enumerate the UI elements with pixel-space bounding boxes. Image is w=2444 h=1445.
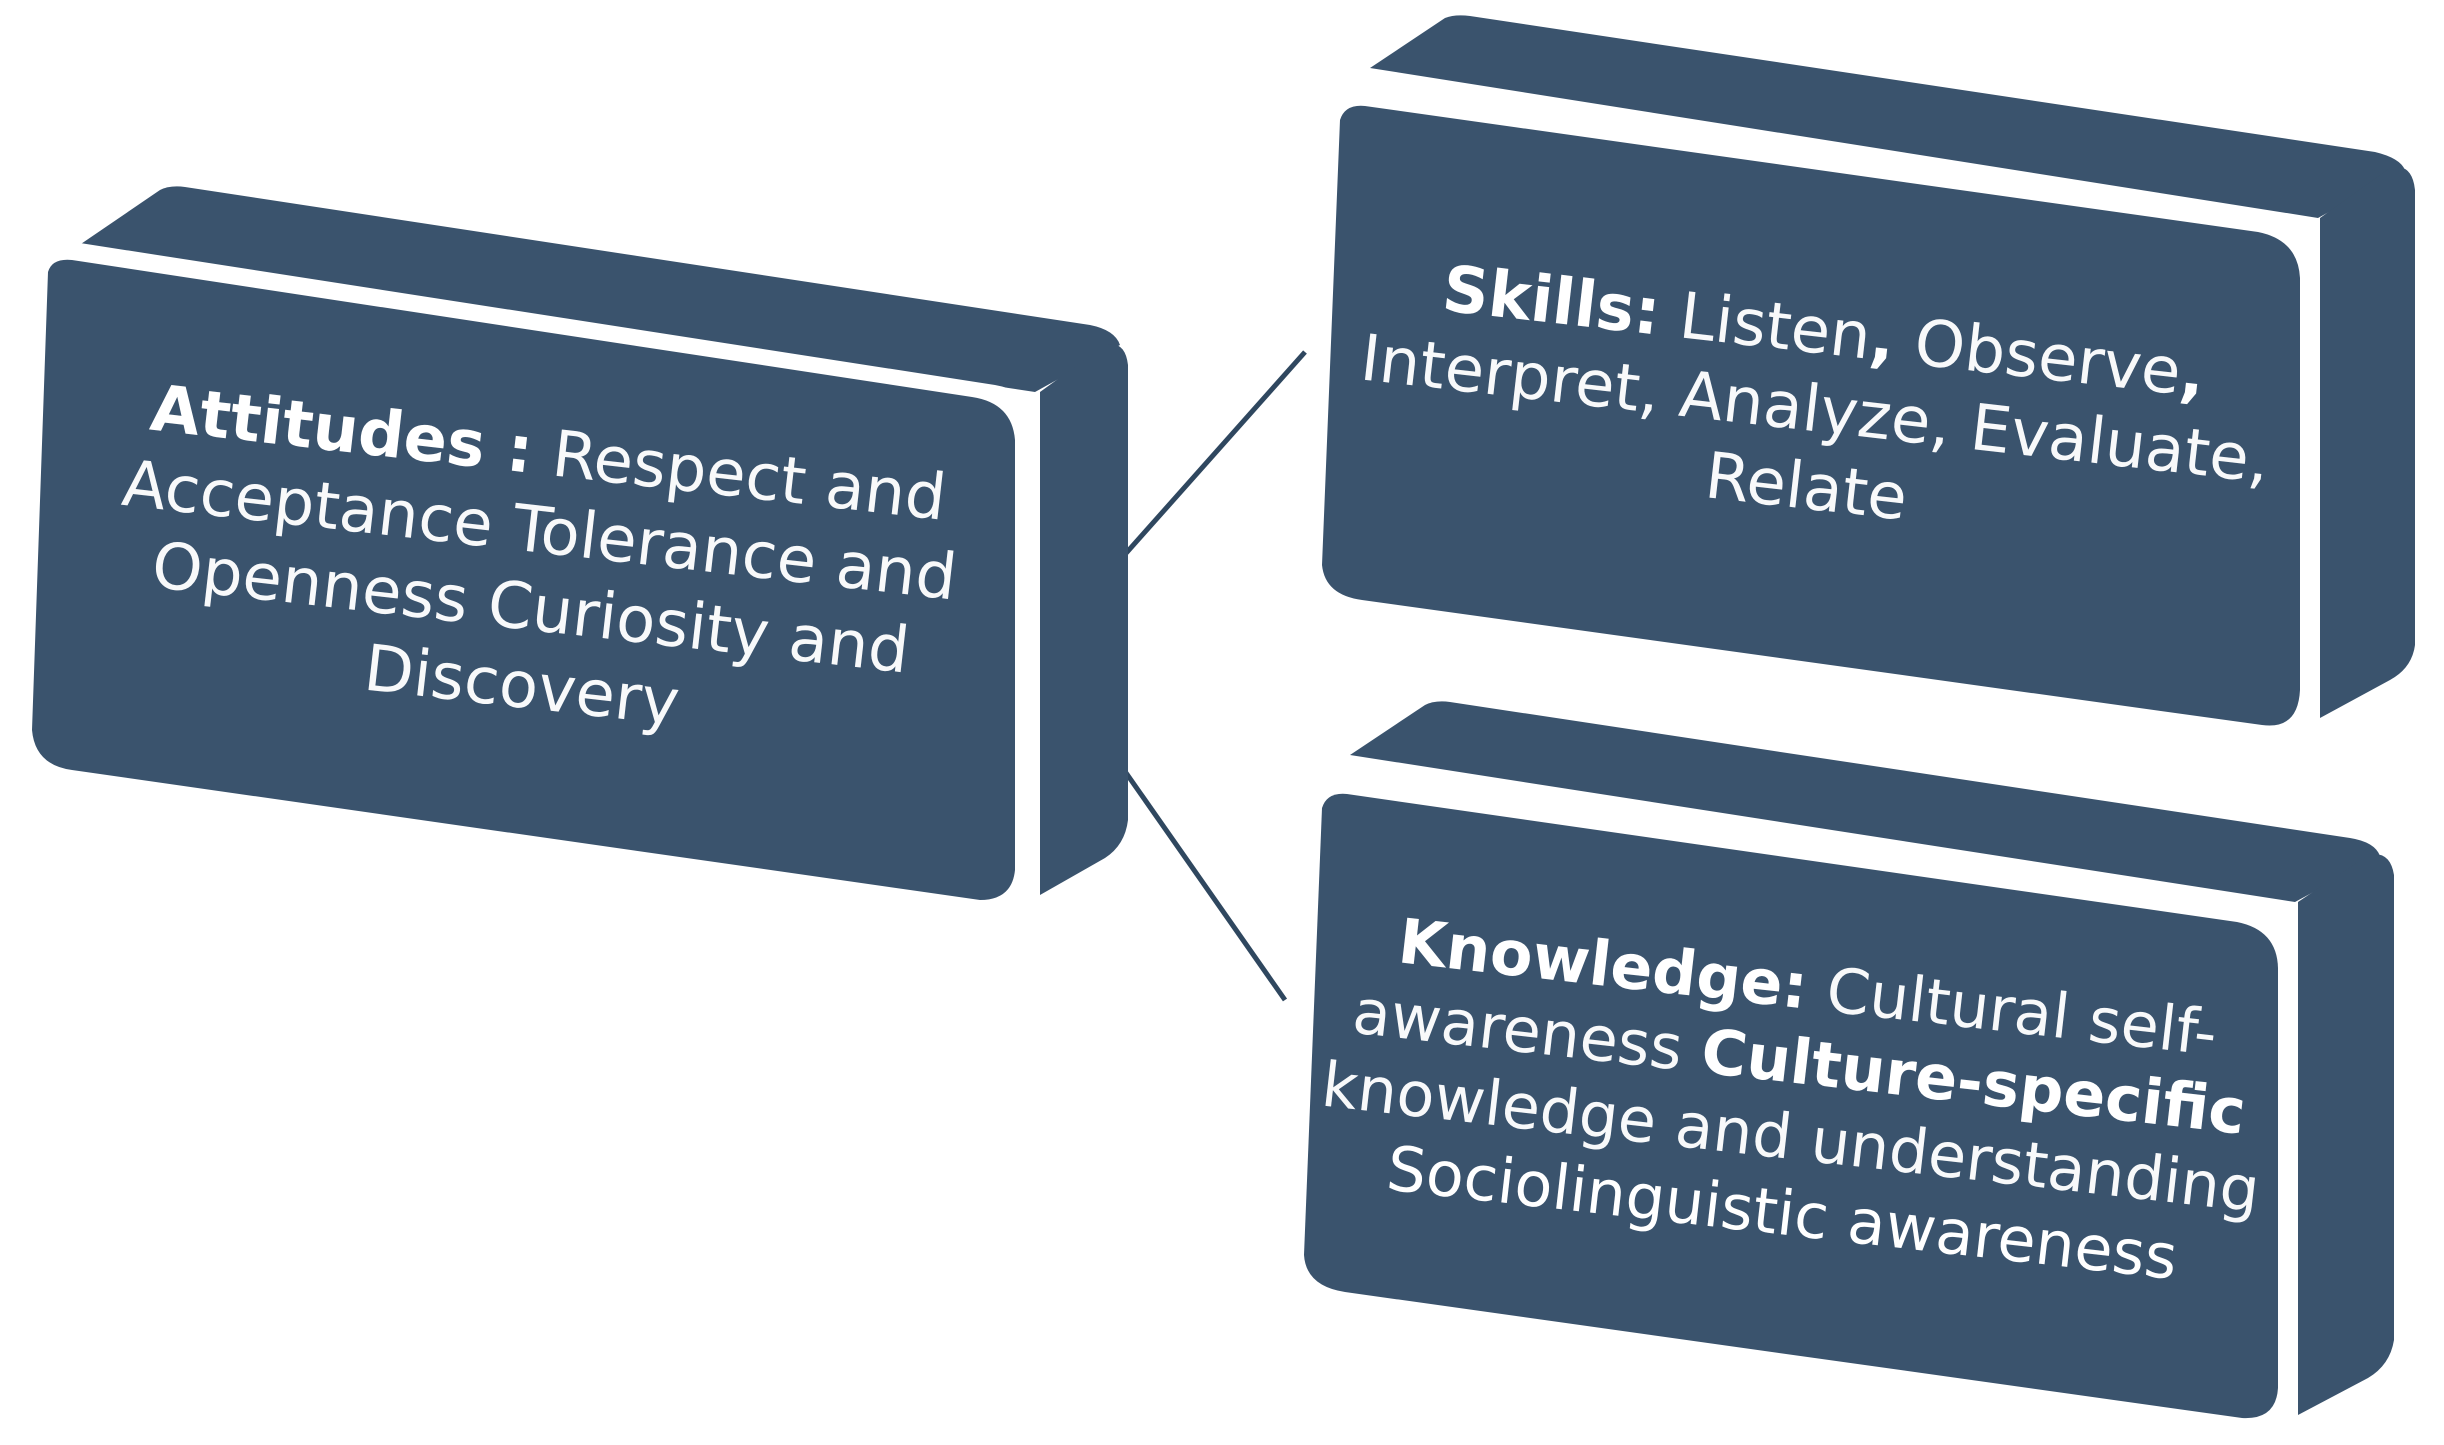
knowledge-box: [1304, 701, 2394, 1423]
attitudes-text: Attitudes : Respect and Acceptance Toler…: [71, 287, 999, 854]
skills-box-side: [2320, 166, 2415, 719]
knowledge-box-side: [2298, 854, 2394, 1415]
attitudes-box: [32, 186, 1128, 906]
knowledge-box-top: [1350, 701, 2380, 902]
skills-box-top: [1370, 15, 2405, 219]
knowledge-box-face: [1304, 793, 2278, 1419]
attitudes-box-side: [1040, 344, 1128, 896]
attitudes-box-top: [75, 186, 1120, 392]
skills-box-face: [1322, 105, 2300, 726]
skills-box: [1322, 15, 2415, 731]
attitudes-box-face: [32, 259, 1015, 900]
